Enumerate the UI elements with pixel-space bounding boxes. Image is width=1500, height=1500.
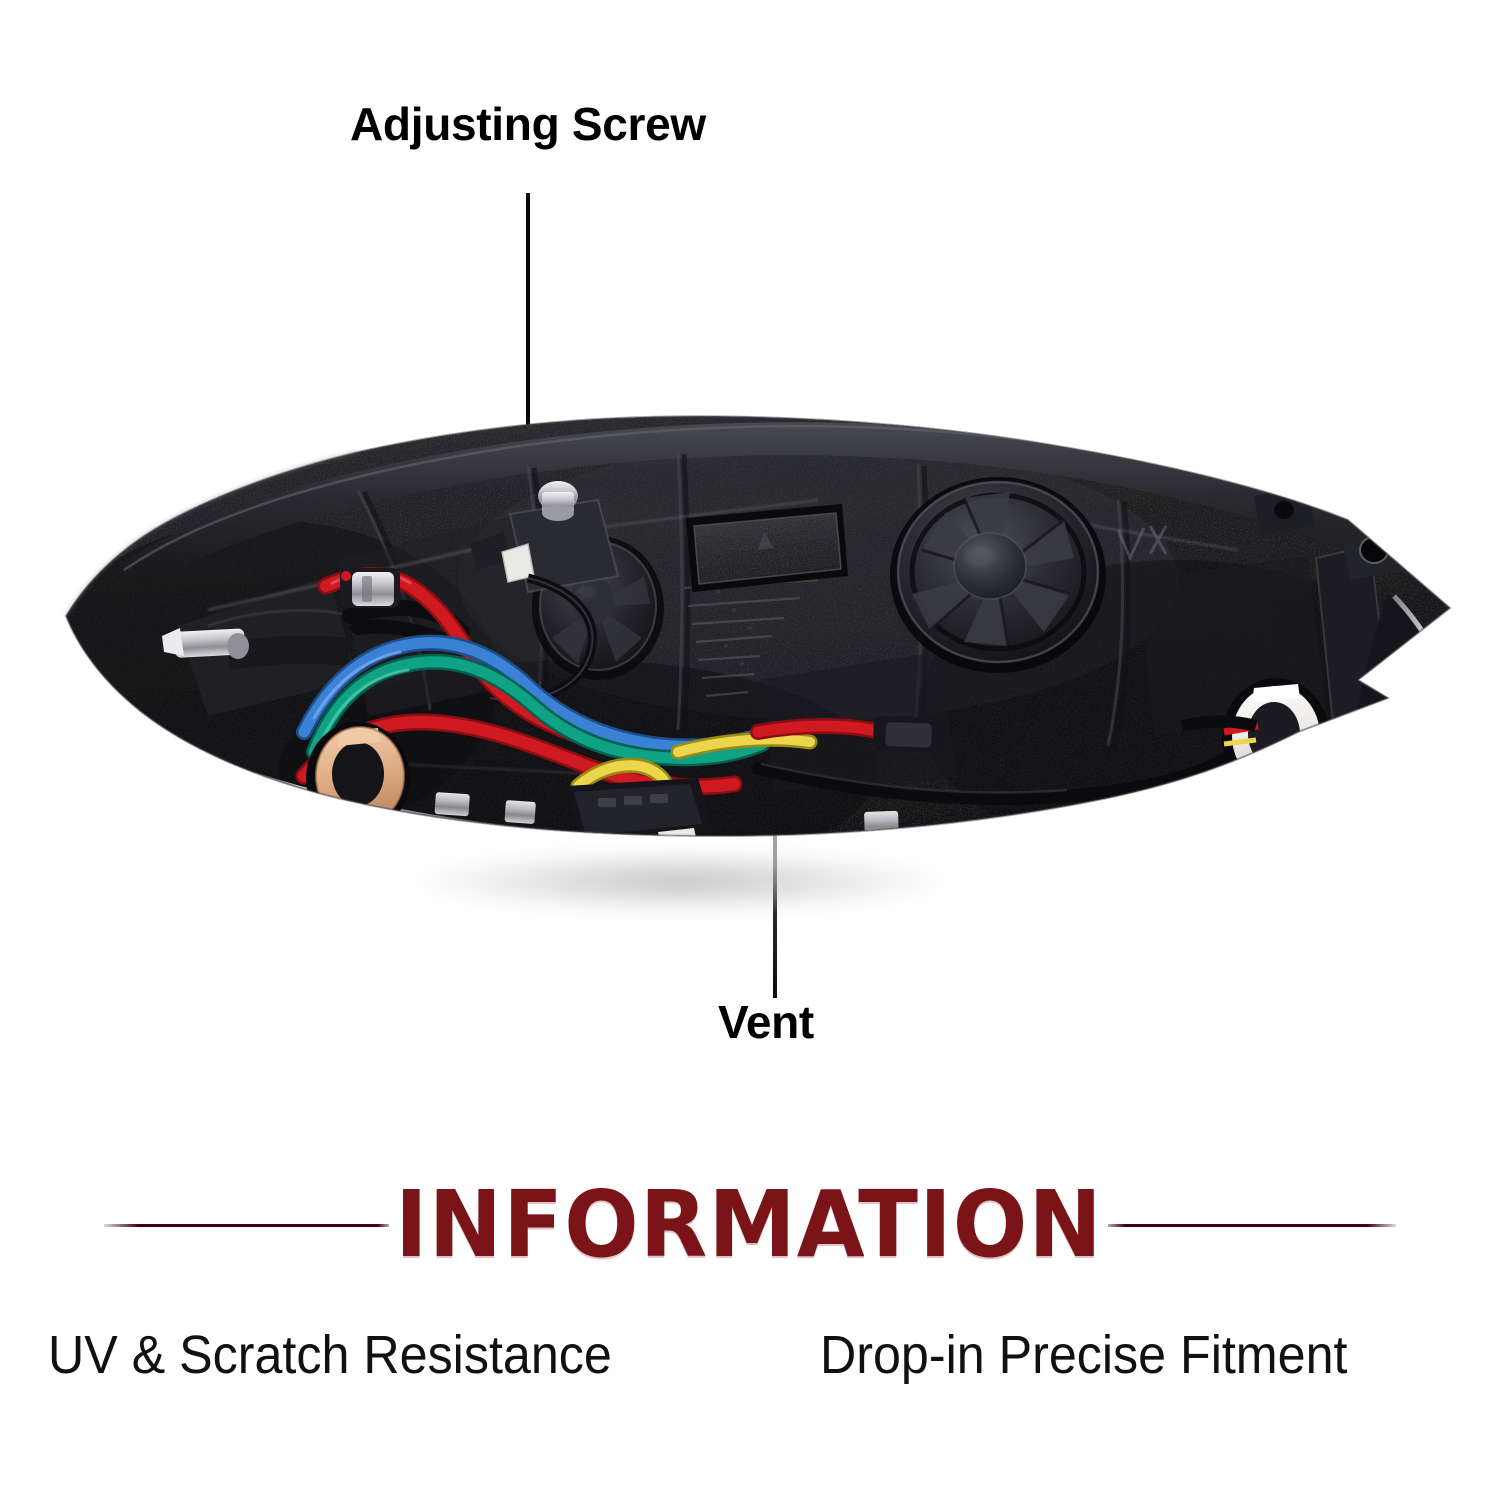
feature-uv-scratch-resistance: UV & Scratch Resistance: [48, 1325, 612, 1385]
information-banner: INFORMATION: [0, 1160, 1500, 1290]
headlight-housing: [58, 380, 1458, 880]
banner-title: INFORMATION: [394, 1171, 1103, 1278]
leader-line-adjusting-screw: [526, 193, 530, 465]
drop-shadow: [300, 850, 1060, 940]
feature-drop-in-precise-fitment: Drop-in Precise Fitment: [820, 1325, 1348, 1385]
callout-label-vent: Vent: [718, 996, 814, 1048]
feature-list: UV & Scratch Resistance Drop-in Precise …: [0, 1310, 1500, 1420]
banner-divider-left: [103, 1223, 389, 1227]
leader-line-vent-lower: [773, 866, 777, 998]
headlight-assembly-photo: [0, 330, 1500, 950]
banner-divider-right: [1108, 1223, 1397, 1227]
callout-label-adjusting-screw: Adjusting Screw: [350, 98, 706, 150]
